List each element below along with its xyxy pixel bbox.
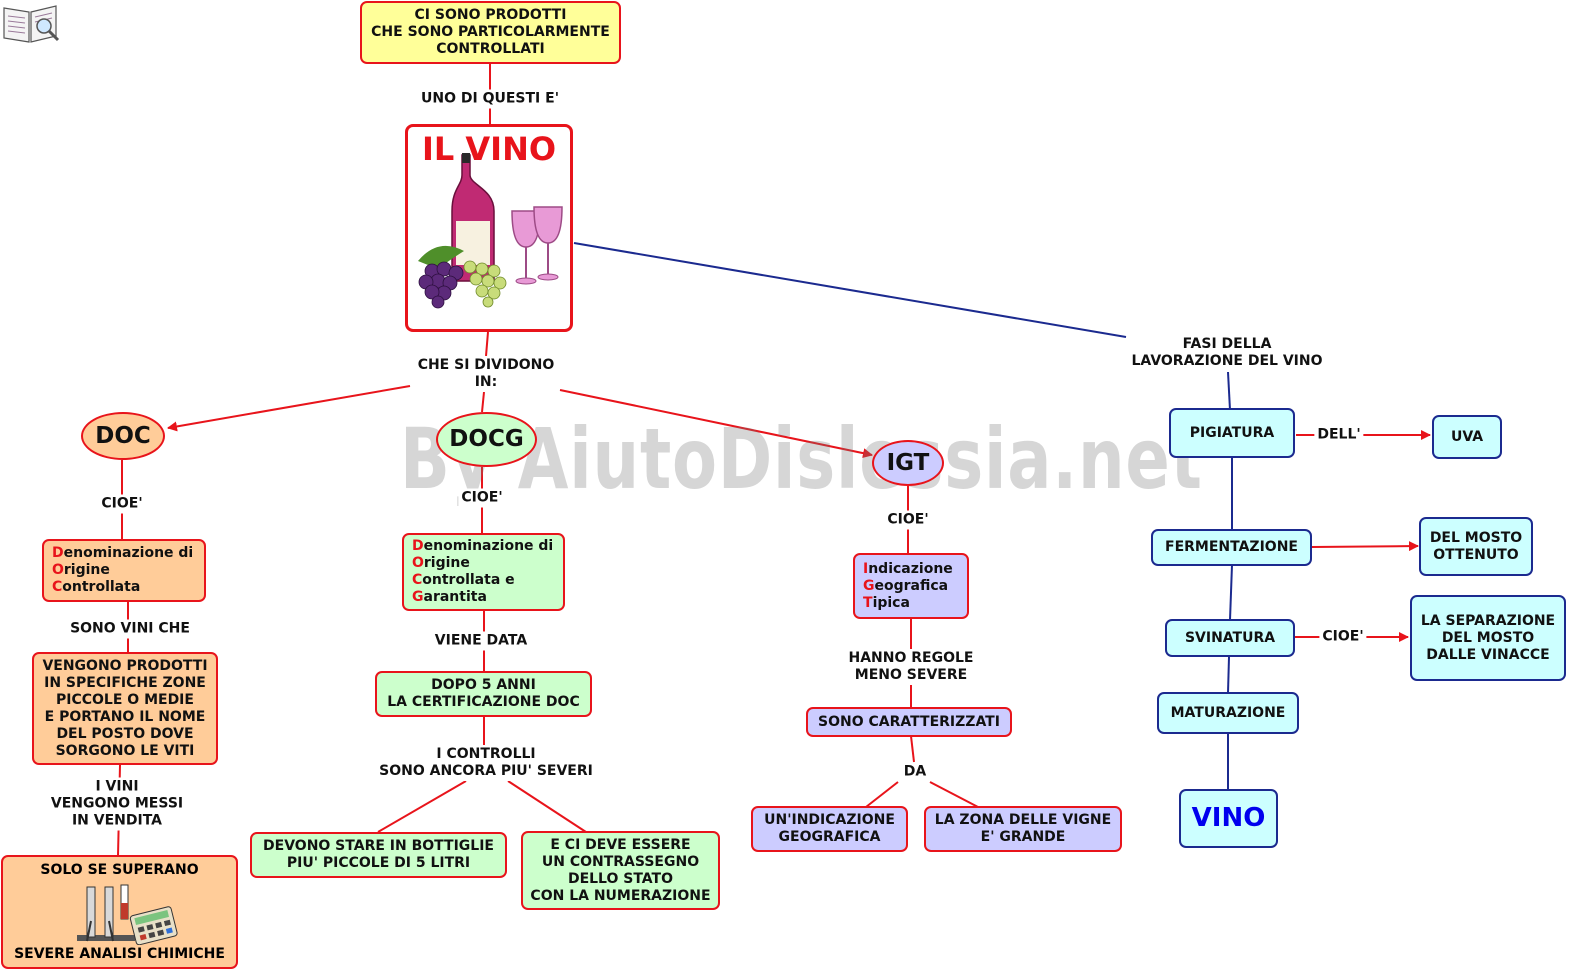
label-cioe-svinatura: CIOE' [1319, 627, 1367, 647]
docg-stamp-box: E CI DEVE ESSERE UN CONTRASSEGNO DELLO S… [521, 831, 720, 910]
link-to-igt [559, 389, 873, 459]
link-to-doc [167, 385, 411, 432]
igt-zone-box: LA ZONA DELLE VIGNE E' GRANDE [924, 806, 1122, 852]
docg-bottles-box: DEVONO STARE IN BOTTIGLIE PIU' PICCOLE D… [250, 832, 507, 878]
docg-after-box: DOPO 5 ANNI LA CERTIFICAZIONE DOC [375, 671, 592, 717]
book-logo-icon [2, 2, 60, 44]
label-sono-vini-che: SONO VINI CHE [67, 619, 193, 639]
label-che-si-dividono: CHE SI DIVIDONO IN: [414, 356, 558, 392]
label-i-controlli: I CONTROLLI SONO ANCORA PIU' SEVERI [376, 745, 596, 781]
link-to-docg [481, 391, 485, 413]
label-hanno-regole: HANNO REGOLE MENO SEVERE [845, 649, 977, 685]
doc-node: DOC [81, 412, 165, 460]
doc-analysis-top-text: SOLO SE SUPERANO [40, 862, 199, 878]
label-cioe-docg: CIOE' [458, 488, 506, 508]
doc-acronym-box: Denominazione di Origine Controllata [42, 539, 206, 602]
wine-bottle-glasses-icon [418, 153, 563, 309]
phase-separazione-box: LA SEPARAZIONE DEL MOSTO DALLE VINACCE [1410, 595, 1566, 681]
label-cioe-igt: CIOE' [884, 510, 932, 530]
doc-analysis-box: SOLO SE SUPERANO SEVERE ANALISI CHIMICHE [1, 855, 238, 969]
label-fasi-lavorazione: FASI DELLA LAVORAZIONE DEL VINO [1128, 335, 1326, 371]
doc-description-box: VENGONO PRODOTTI IN SPECIFICHE ZONE PICC… [32, 652, 218, 765]
label-cioe-doc: CIOE' [98, 494, 146, 514]
label-uno-di-questi: UNO DI QUESTI E' [418, 89, 562, 109]
phase-pigiatura-box: PIGIATURA [1169, 408, 1295, 458]
igt-geo-box: UN'INDICAZIONE GEOGRAFICA [751, 806, 908, 852]
link-main-fasi [573, 242, 1127, 338]
docg-node: DOCG [436, 412, 537, 467]
label-i-vini-in-vendita: I VINI VENGONO MESSI IN VENDITA [47, 777, 187, 831]
phase-maturazione-box: MATURAZIONE [1157, 692, 1299, 734]
phase-svinatura-box: SVINATURA [1165, 619, 1295, 657]
phase-fermentazione-box: FERMENTAZIONE [1151, 529, 1312, 566]
il-vino-title: IL VINO [421, 130, 557, 168]
phase-vino-box: VINO [1179, 789, 1278, 848]
doc-analysis-bottom-text: SEVERE ANALISI CHIMICHE [14, 946, 225, 962]
lab-test-tubes-icon [77, 884, 178, 945]
phase-mosto-box: DEL MOSTO OTTENUTO [1419, 517, 1533, 576]
phase-uva-box: UVA [1432, 415, 1502, 459]
link-main-dividono [485, 331, 489, 357]
label-da: DA [900, 762, 930, 782]
label-dell: DELL' [1314, 425, 1364, 445]
igt-acronym-box: Indicazione Geografica Tipica [853, 553, 969, 619]
watermark: By AiutoDislessia.net [400, 410, 1203, 508]
docg-acronym-box: Denominazione di Origine Controllata e G… [402, 533, 565, 611]
intro-box: CI SONO PRODOTTI CHE SONO PARTICOLARMENT… [360, 1, 621, 64]
igt-characterized-box: SONO CARATTERIZZATI [806, 707, 1012, 737]
igt-node: IGT [872, 440, 944, 486]
label-viene-data: VIENE DATA [431, 631, 531, 651]
il-vino-box: IL VINO [405, 124, 573, 332]
